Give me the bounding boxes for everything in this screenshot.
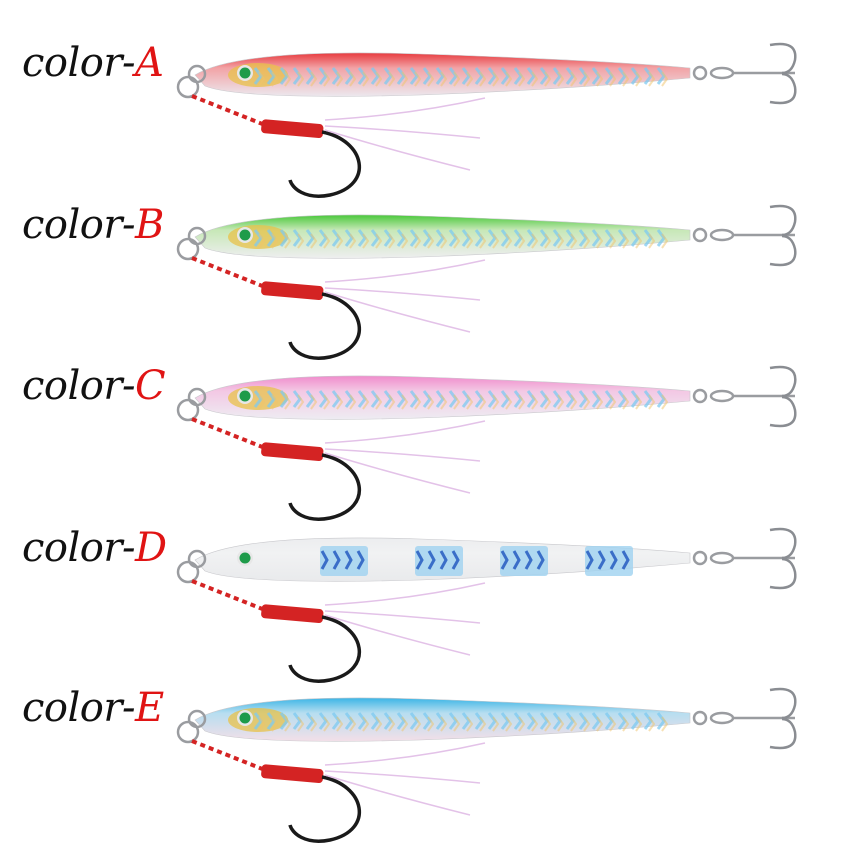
variant-letter: B <box>135 202 164 248</box>
variant-letter: D <box>135 525 167 571</box>
variant-label: color-A <box>22 40 164 86</box>
jig-lure-image <box>176 365 797 521</box>
variant-prefix: color- <box>22 685 136 731</box>
variant-prefix: color- <box>22 202 136 248</box>
variant-prefix: color- <box>22 363 136 409</box>
lure-row-c: color-C <box>0 343 850 521</box>
variant-letter: A <box>135 40 164 86</box>
jig-lure-image <box>176 687 797 843</box>
variant-prefix: color- <box>22 525 136 571</box>
lure-row-a: color-A <box>0 20 850 198</box>
variant-letter: C <box>135 363 166 409</box>
lure-row-b: color-B <box>0 182 850 360</box>
variant-label: color-D <box>22 525 167 571</box>
jig-lure-image <box>176 527 797 683</box>
lure-row-d: color-D <box>0 505 850 683</box>
variant-label: color-C <box>22 363 166 409</box>
variant-label: color-E <box>22 685 164 731</box>
variant-prefix: color- <box>22 40 136 86</box>
variant-label: color-B <box>22 202 164 248</box>
variant-letter: E <box>135 685 164 731</box>
jig-lure-image <box>176 42 797 198</box>
lure-row-e: color-E <box>0 665 850 843</box>
jig-lure-image <box>176 204 797 360</box>
